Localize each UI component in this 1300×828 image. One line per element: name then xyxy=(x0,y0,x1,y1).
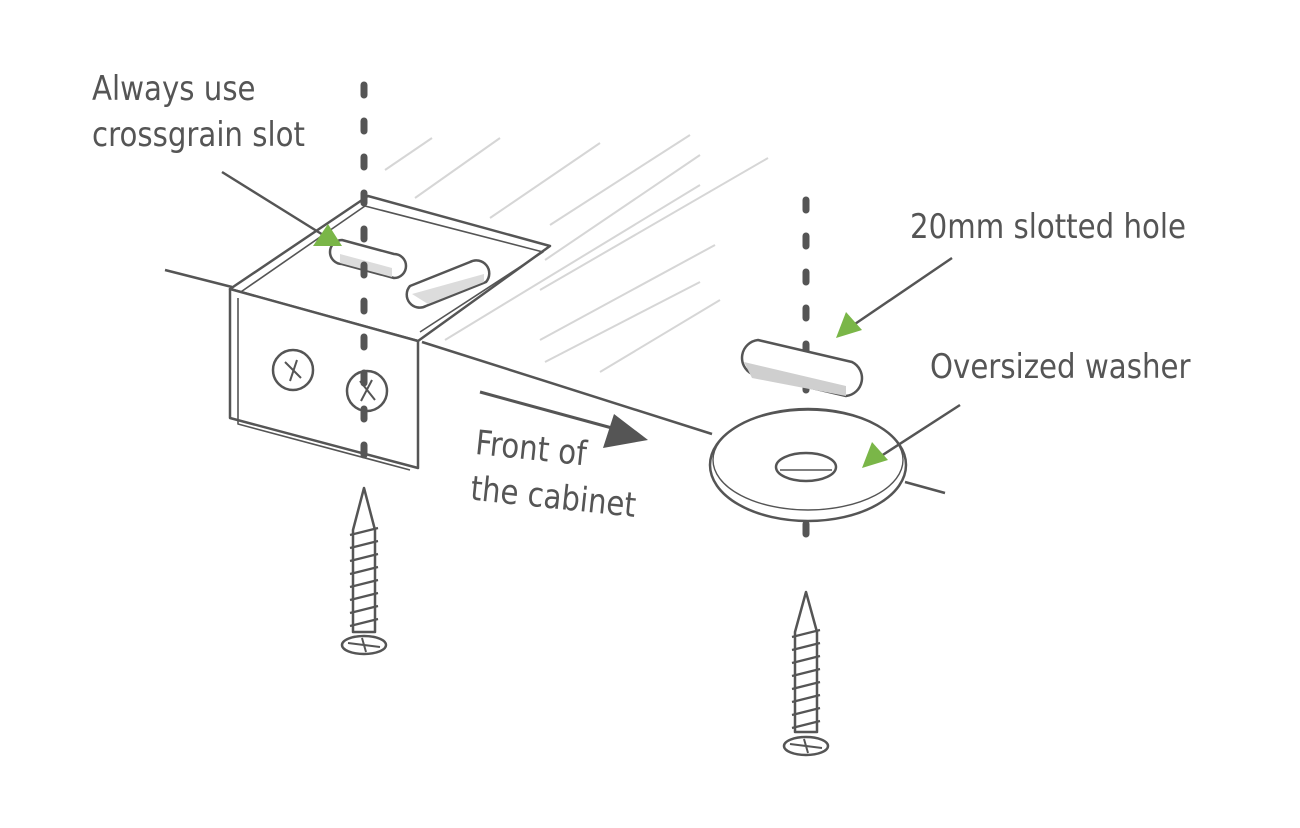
callout-label-crossgrain-line1: Always use xyxy=(92,69,256,109)
callout-label-washer: Oversized washer xyxy=(930,344,1190,390)
screw-icon xyxy=(340,486,388,656)
callout-label-slotted-hole: 20mm slotted hole xyxy=(910,204,1186,250)
callout-label-slotted-hole-text: 20mm slotted hole xyxy=(910,207,1187,247)
callout-label-washer-text: Oversized washer xyxy=(930,347,1191,387)
cabinet-surface-hatching xyxy=(384,134,769,373)
screw-icon-right xyxy=(782,590,830,757)
callout-slotted-leader xyxy=(836,256,953,338)
callout-label-crossgrain: Always use crossgrain slot xyxy=(92,66,305,158)
slotted-hole-icon xyxy=(740,338,864,398)
arrow-icon xyxy=(479,390,648,448)
bracket-screw-hole-left xyxy=(271,348,315,392)
callout-crossgrain-leader xyxy=(221,170,342,246)
bracket-slot-lengthwise xyxy=(405,259,491,309)
washer-icon xyxy=(708,407,908,523)
cabinet-front-edge xyxy=(164,268,946,495)
front-of-cabinet-label: Front of the cabinet xyxy=(468,420,643,529)
l-bracket-icon xyxy=(228,194,552,471)
callout-washer-leader xyxy=(862,403,961,468)
callout-label-crossgrain-line2: crossgrain slot xyxy=(92,115,305,155)
